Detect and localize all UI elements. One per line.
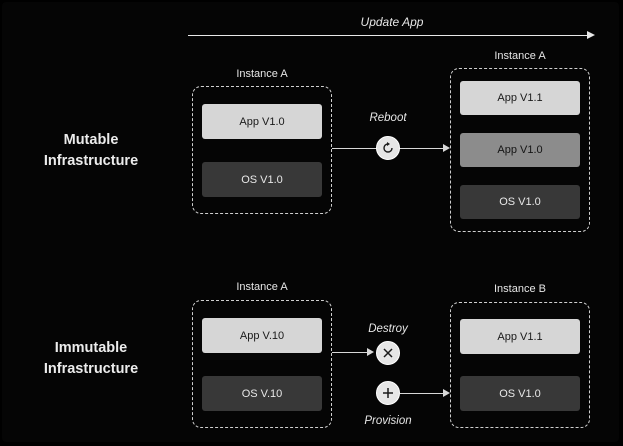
immutable-before-instance-title: Instance A (236, 281, 288, 293)
mutable-after-instance-title: Instance A (494, 50, 546, 62)
mutable-after-instance: App V1.1 App V1.0 OS V1.0 (450, 68, 590, 232)
reboot-icon (376, 136, 400, 160)
diagram-canvas: Update App Mutable Infrastructure Instan… (2, 2, 619, 442)
update-app-arrow-line (188, 35, 590, 36)
mutable-infrastructure-label: Mutable Infrastructure (11, 130, 171, 172)
mutable-after-os-layer: OS V1.0 (460, 185, 580, 219)
reboot-label: Reboot (369, 112, 407, 124)
immutable-label-line1: Immutable (54, 340, 128, 356)
immutable-before-instance: App V.10 OS V.10 (192, 300, 332, 428)
destroy-arrow-head (367, 348, 374, 356)
mutable-after-new-app-layer: App V1.1 (460, 81, 580, 115)
immutable-label-line2: Infrastructure (43, 361, 139, 377)
mutable-label-line2: Infrastructure (43, 153, 139, 169)
immutable-before-app-layer: App V.10 (202, 318, 322, 353)
provision-arrow-head (443, 389, 450, 397)
mutable-before-os-layer: OS V1.0 (202, 162, 322, 197)
destroy-arrow-line (332, 352, 368, 353)
mutable-before-instance-title: Instance A (236, 68, 288, 80)
destroy-label: Destroy (368, 323, 408, 335)
immutable-after-instance-title: Instance B (494, 283, 546, 295)
immutable-before-os-layer: OS V.10 (202, 376, 322, 411)
mutable-label-line1: Mutable (63, 132, 119, 148)
update-app-arrow-head (587, 31, 595, 39)
provision-label: Provision (364, 415, 412, 427)
immutable-infrastructure-label: Immutable Infrastructure (11, 338, 171, 380)
plus-icon (376, 381, 400, 405)
mutable-after-old-app-layer: App V1.0 (460, 133, 580, 167)
mutable-before-instance: App V1.0 OS V1.0 (192, 86, 332, 214)
immutable-after-os-layer: OS V1.0 (460, 376, 580, 411)
close-icon (376, 341, 400, 365)
immutable-after-instance: App V1.1 OS V1.0 (450, 302, 590, 428)
provision-arrow-line (400, 393, 444, 394)
reboot-arrow-head (443, 144, 450, 152)
mutable-before-app-layer: App V1.0 (202, 104, 322, 139)
immutable-after-app-layer: App V1.1 (460, 319, 580, 354)
update-app-label: Update App (360, 15, 424, 29)
